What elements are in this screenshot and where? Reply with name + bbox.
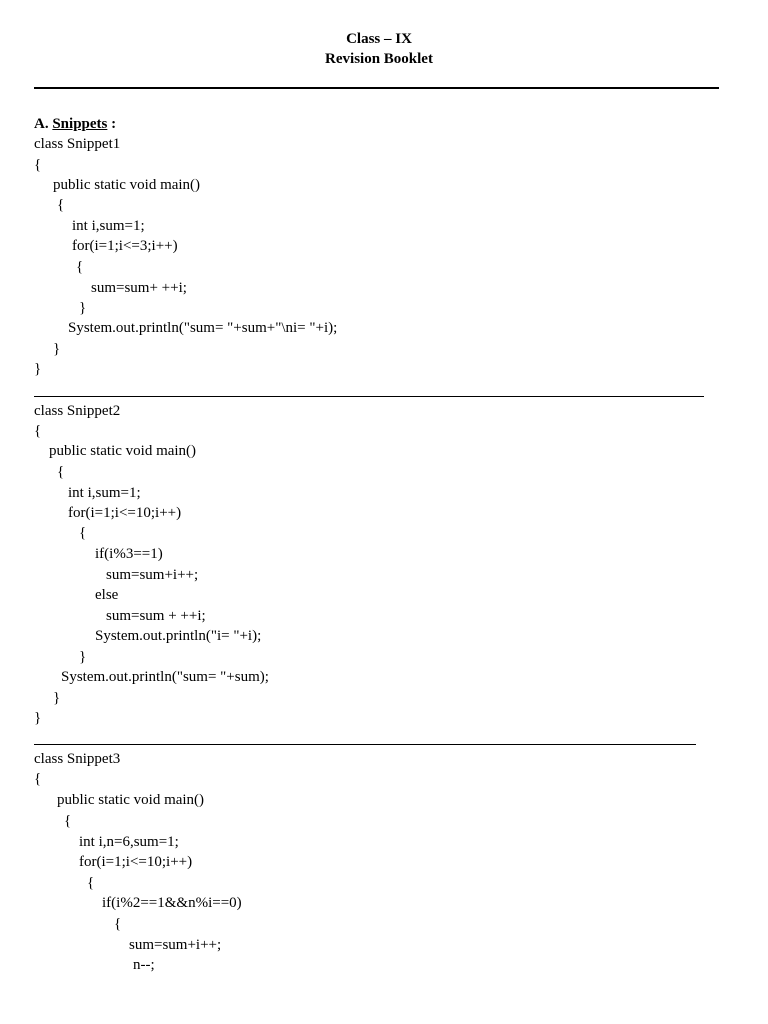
code-line: for(i=1;i<=3;i++) xyxy=(72,238,178,254)
code-line: class Snippet3 xyxy=(34,751,121,767)
code-line: { xyxy=(34,157,42,173)
snippet-divider xyxy=(34,744,696,745)
code-line: sum=sum+i++; xyxy=(106,567,199,583)
code-line: int i,sum=1; xyxy=(68,485,141,501)
code-line: } xyxy=(79,649,87,665)
snippet-divider xyxy=(34,396,704,397)
document-header: Class – IX Revision Booklet xyxy=(0,29,758,69)
code-line: else xyxy=(95,587,119,603)
code-line: sum=sum + ++i; xyxy=(106,608,206,624)
code-line: System.out.println("i= "+i); xyxy=(95,628,262,644)
booklet-heading: Revision Booklet xyxy=(325,51,433,67)
code-line: { xyxy=(57,464,65,480)
code-line: } xyxy=(53,341,61,357)
code-line: } xyxy=(79,300,87,316)
code-line: } xyxy=(34,361,42,377)
code-line: System.out.println("sum= "+sum+"\ni= "+i… xyxy=(68,320,338,336)
code-line: public static void main() xyxy=(49,443,197,459)
code-line: sum=sum+i++; xyxy=(129,937,222,953)
code-line: } xyxy=(53,690,61,706)
code-line: System.out.println("sum= "+sum); xyxy=(61,669,269,685)
code-line: { xyxy=(57,197,65,213)
code-line: } xyxy=(34,710,42,726)
code-line: { xyxy=(79,525,87,541)
code-line: if(i%2==1&&n%i==0) xyxy=(102,895,242,911)
section-suffix: : xyxy=(111,116,117,132)
code-line: sum=sum+ ++i; xyxy=(91,280,187,296)
section-heading: A. Snippets : xyxy=(34,114,116,134)
code-line: { xyxy=(34,771,42,787)
code-line: { xyxy=(34,423,42,439)
code-line: if(i%3==1) xyxy=(95,546,163,562)
code-line: for(i=1;i<=10;i++) xyxy=(68,505,182,521)
code-line: { xyxy=(114,916,122,932)
code-line: { xyxy=(64,813,72,829)
code-line: public static void main() xyxy=(57,792,205,808)
code-line: class Snippet1 xyxy=(34,136,121,152)
code-line: for(i=1;i<=10;i++) xyxy=(79,854,193,870)
code-line: public static void main() xyxy=(53,177,201,193)
code-line: { xyxy=(76,259,84,275)
header-divider xyxy=(34,87,719,89)
code-line: n--; xyxy=(133,957,155,973)
code-line: int i,n=6,sum=1; xyxy=(79,834,179,850)
code-line: { xyxy=(87,875,95,891)
code-line: class Snippet2 xyxy=(34,403,121,419)
section-title: Snippets xyxy=(52,116,108,132)
code-line: int i,sum=1; xyxy=(72,218,145,234)
section-prefix: A. xyxy=(34,116,49,132)
class-heading: Class – IX xyxy=(346,31,412,47)
